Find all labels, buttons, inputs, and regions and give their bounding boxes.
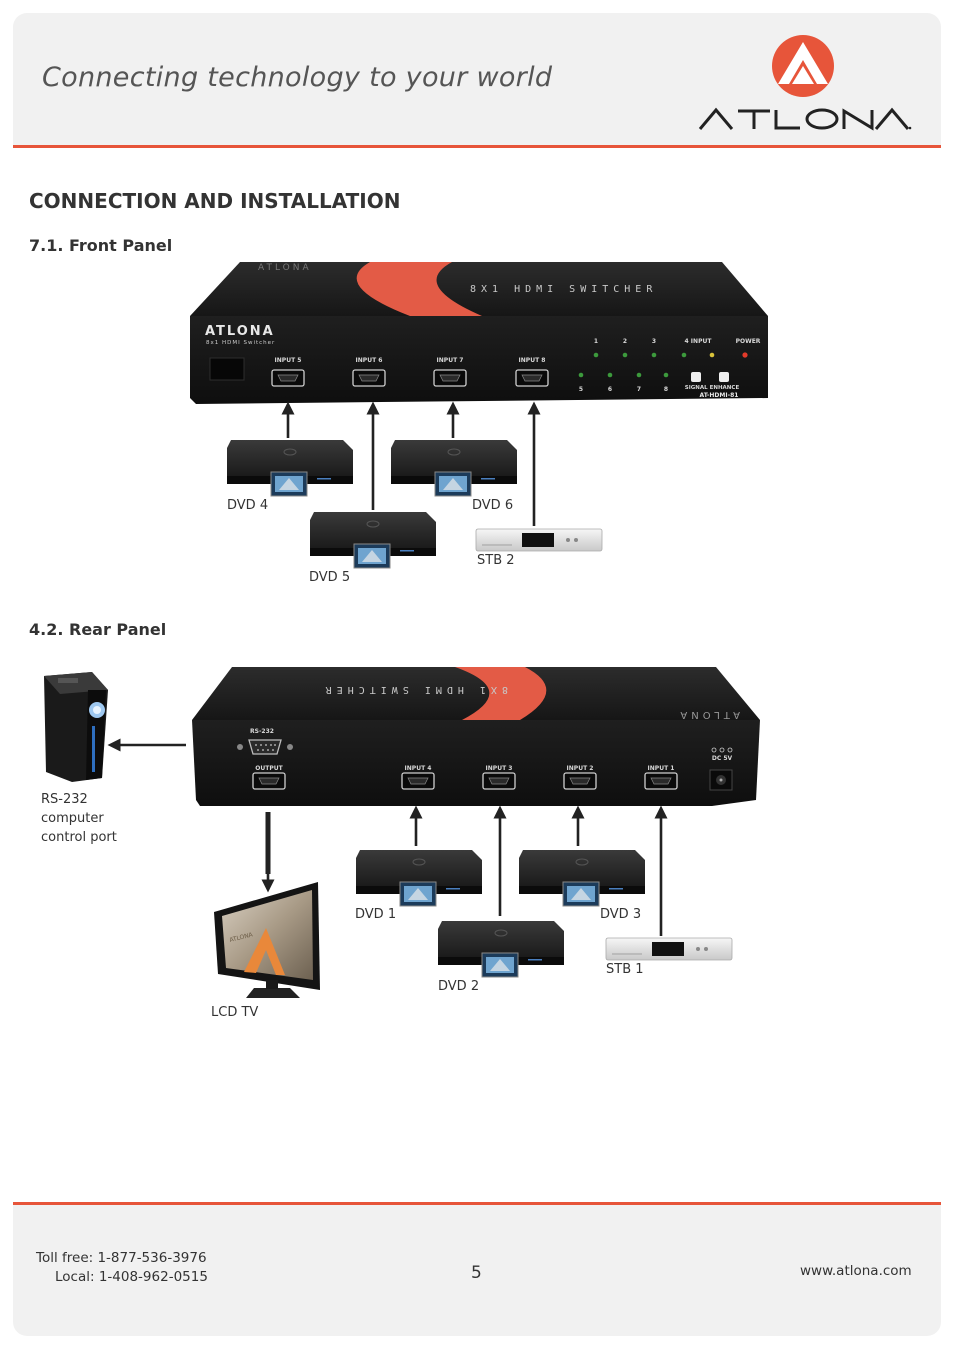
svg-text:INPUT 5: INPUT 5 xyxy=(275,357,302,364)
front-lid-text: 8X1 HDMI SWITCHER xyxy=(470,284,657,295)
svg-text:4 INPUT: 4 INPUT xyxy=(685,338,713,345)
svg-text:2: 2 xyxy=(623,338,627,345)
rear-port-input-3: INPUT 3 xyxy=(482,765,516,790)
svg-text:INPUT 6: INPUT 6 xyxy=(356,357,383,364)
footer-band xyxy=(13,1204,941,1336)
dc-power-jack: DC 5V xyxy=(709,747,733,791)
front-panel-title: 7.1. Front Panel xyxy=(29,236,173,255)
toll-free-number: Toll free: 1-877-536-3976 xyxy=(36,1250,207,1266)
signal-enhance-button xyxy=(691,372,701,382)
svg-text:INPUT 2: INPUT 2 xyxy=(567,765,594,772)
front-port-input-7: INPUT 7 xyxy=(433,357,467,387)
svg-text:INPUT 1: INPUT 1 xyxy=(648,765,675,772)
rear-port-input-1: INPUT 1 xyxy=(644,765,678,790)
rear-panel-title: 4.2. Rear Panel xyxy=(29,620,167,639)
header-tagline: Connecting technology to your world xyxy=(42,62,553,93)
computer-tower xyxy=(44,672,108,782)
svg-text:1: 1 xyxy=(594,338,598,345)
rs232-port xyxy=(237,739,293,755)
rear-port-input-4: INPUT 4 xyxy=(401,765,435,790)
dvd-5-player xyxy=(309,511,437,569)
website-link[interactable]: www.atlona.com xyxy=(800,1263,912,1279)
caption-stb-1: STB 1 xyxy=(606,962,644,977)
front-led-labels: 1 2 3 4 INPUT POWER 5 6 7 8 xyxy=(579,338,761,393)
front-port-input-6: INPUT 6 xyxy=(352,357,386,387)
front-model-number: AT-HDMI-81 xyxy=(700,392,739,399)
svg-text:ATLONA: ATLONA xyxy=(258,263,312,273)
stb-2-box xyxy=(475,528,603,552)
dvd-6-player xyxy=(390,439,518,497)
svg-text:6: 6 xyxy=(608,386,612,393)
dvd-4-player xyxy=(226,439,354,497)
svg-text:5: 5 xyxy=(579,386,583,393)
dvd-3-player xyxy=(518,849,646,907)
svg-text:3: 3 xyxy=(652,338,656,345)
svg-text:INPUT 8: INPUT 8 xyxy=(519,357,546,364)
caption-lcd-tv: LCD TV xyxy=(211,1005,259,1020)
caption-dvd-1: DVD 1 xyxy=(355,907,397,922)
svg-text:8: 8 xyxy=(664,386,668,393)
local-number: Local: 1-408-962-0515 xyxy=(55,1269,208,1285)
rear-switcher: 8X1 HDMI SWITCHER ATLONA RS-232 OUTPUT I… xyxy=(192,667,760,806)
lcd-tv: ATLONA xyxy=(214,882,320,998)
caption-rs232-computer: RS-232 computer control port xyxy=(41,792,117,845)
front-port-input-5: INPUT 5 xyxy=(271,357,305,387)
front-status-leds xyxy=(578,352,748,378)
svg-text:OUTPUT: OUTPUT xyxy=(255,765,283,772)
connection-diagram: 8X1 HDMI SWITCHER ATLONA ATLONA 8x1 HDMI… xyxy=(44,262,768,998)
svg-text:INPUT 7: INPUT 7 xyxy=(437,357,464,364)
page-number: 5 xyxy=(471,1263,482,1283)
svg-text:7: 7 xyxy=(637,386,641,393)
dvd-1-player xyxy=(355,849,483,907)
rear-lid-text: 8X1 HDMI SWITCHER xyxy=(321,684,508,695)
rear-port-input-2: INPUT 2 xyxy=(563,765,597,790)
caption-dvd-2: DVD 2 xyxy=(438,979,480,994)
atlona-logo xyxy=(698,35,912,131)
dvd-2-player xyxy=(437,920,565,978)
atlona-logo-wordmark xyxy=(698,107,910,131)
front-port-input-8: INPUT 8 xyxy=(515,357,549,387)
svg-text:POWER: POWER xyxy=(736,338,761,345)
signal-enhance-button-2 xyxy=(719,372,729,382)
stb-1-box xyxy=(605,937,733,961)
header-rule xyxy=(13,145,941,148)
caption-dvd-5: DVD 5 xyxy=(309,570,351,585)
footer-rule xyxy=(13,1202,941,1205)
caption-dvd-6: DVD 6 xyxy=(472,498,514,513)
svg-text:INPUT 3: INPUT 3 xyxy=(486,765,513,772)
caption-dvd-3: DVD 3 xyxy=(600,907,642,922)
atlona-logo-mark xyxy=(772,35,834,97)
rear-lid-brand: ATLONA xyxy=(676,709,740,720)
section-title: CONNECTION AND INSTALLATION xyxy=(29,189,401,213)
caption-stb-2: STB 2 xyxy=(477,553,515,568)
caption-dvd-4: DVD 4 xyxy=(227,498,269,513)
front-switcher: 8X1 HDMI SWITCHER ATLONA ATLONA 8x1 HDMI… xyxy=(190,262,768,404)
front-brand: ATLONA xyxy=(205,324,275,339)
front-model-text: 8x1 HDMI Switcher xyxy=(206,340,275,346)
front-connection-arrows xyxy=(281,401,541,526)
rear-port-output: OUTPUT xyxy=(252,765,286,790)
signal-enhance-label: SIGNAL ENHANCE xyxy=(685,385,740,391)
rs232-label: RS-232 xyxy=(250,728,274,735)
svg-text:INPUT 4: INPUT 4 xyxy=(405,765,432,772)
svg-text:DC 5V: DC 5V xyxy=(712,755,733,762)
